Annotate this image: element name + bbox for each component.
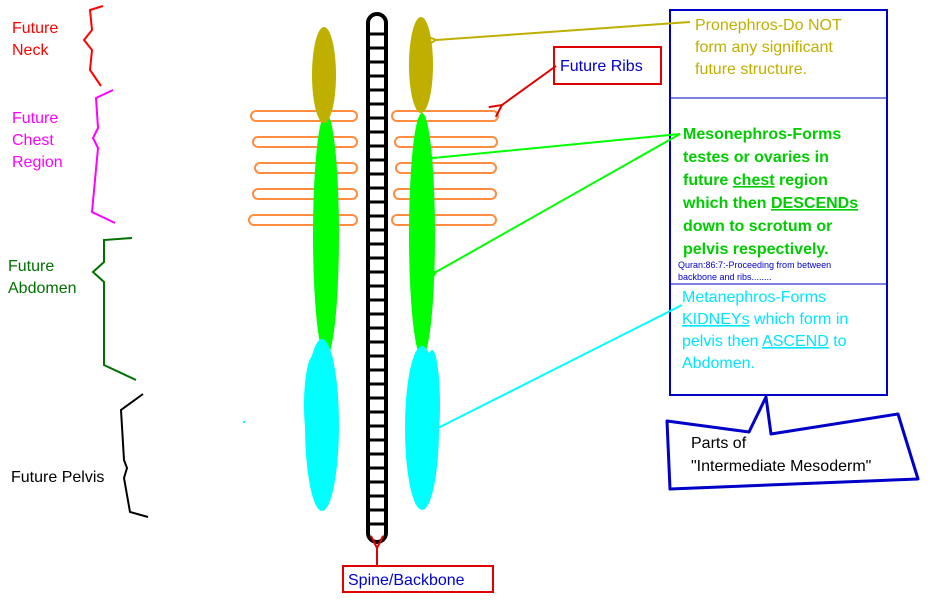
pronephros-left <box>312 27 336 123</box>
rib <box>394 136 498 148</box>
info-box <box>669 9 888 396</box>
mesonephros-left <box>313 113 339 357</box>
abdomen-label: Future Abdomen <box>8 258 77 297</box>
spine-label: Spine/Backbone <box>348 572 465 589</box>
mesonephros-arrow-1 <box>433 133 681 158</box>
callout-text: Parts of "Intermediate Mesoderm" <box>691 435 871 475</box>
speck <box>243 421 245 423</box>
svg-text:Abdomen.: Abdomen. <box>682 355 755 372</box>
spine-label-box <box>342 565 494 593</box>
svg-text:down to scrotum or: down to scrotum or <box>683 218 832 235</box>
mesonephros-right <box>409 113 435 357</box>
metanephros-right-lobe <box>424 350 440 460</box>
svg-text:pelvis then ASCEND to: pelvis then ASCEND to <box>682 333 847 350</box>
metanephros-text: Metanephros-Forms KIDNEYs which form in … <box>682 289 848 372</box>
callout-bubble <box>665 395 920 491</box>
pronephros-text: Pronephros-Do NOT form any significant f… <box>695 17 846 78</box>
rib <box>250 110 358 122</box>
ribs-label: Future Ribs <box>560 58 643 75</box>
mesonephros-arrow-2 <box>436 133 681 272</box>
spine <box>366 12 388 544</box>
svg-text:Mesonephros-Forms: Mesonephros-Forms <box>683 126 841 143</box>
svg-text:future chest region: future chest region <box>683 172 828 189</box>
pronephros-arrow <box>436 21 691 40</box>
chest-label: Future Chest Region <box>12 110 63 171</box>
svg-text:Metanephros-Forms: Metanephros-Forms <box>682 289 826 306</box>
svg-text:testes or ovaries in: testes or ovaries in <box>683 149 829 166</box>
metanephros-arrow <box>438 304 683 428</box>
svg-text:KIDNEYs which form in: KIDNEYs which form in <box>682 311 848 328</box>
rib <box>248 214 358 226</box>
metanephros-left-lobe <box>304 355 324 455</box>
rib <box>395 162 497 174</box>
rib <box>391 214 497 226</box>
rib <box>254 162 358 174</box>
pelvis-bracket <box>119 393 149 518</box>
chest-bracket <box>90 89 116 224</box>
rib <box>393 188 497 200</box>
mesonephros-text: Mesonephros-Forms testes or ovaries in f… <box>682 126 858 258</box>
rib <box>391 110 499 122</box>
neck-label: Future Neck <box>12 20 63 59</box>
quran-note: Quran:86:7:-Proceeding from between back… <box>678 260 834 282</box>
rib <box>252 188 358 200</box>
pelvis-label: Future Pelvis <box>11 469 104 486</box>
pronephros-right <box>409 17 433 113</box>
svg-text:which then DESCENDs: which then DESCENDs <box>682 195 858 212</box>
svg-text:pelvis respectively.: pelvis respectively. <box>683 241 829 258</box>
abdomen-bracket <box>91 237 137 381</box>
rib <box>252 136 358 148</box>
ribs-arrow <box>502 65 557 105</box>
ribs-label-box <box>553 46 662 85</box>
spine-outline <box>366 12 388 544</box>
ribs-right <box>391 110 499 226</box>
neck-bracket <box>82 5 104 87</box>
ribs-left <box>248 110 358 226</box>
